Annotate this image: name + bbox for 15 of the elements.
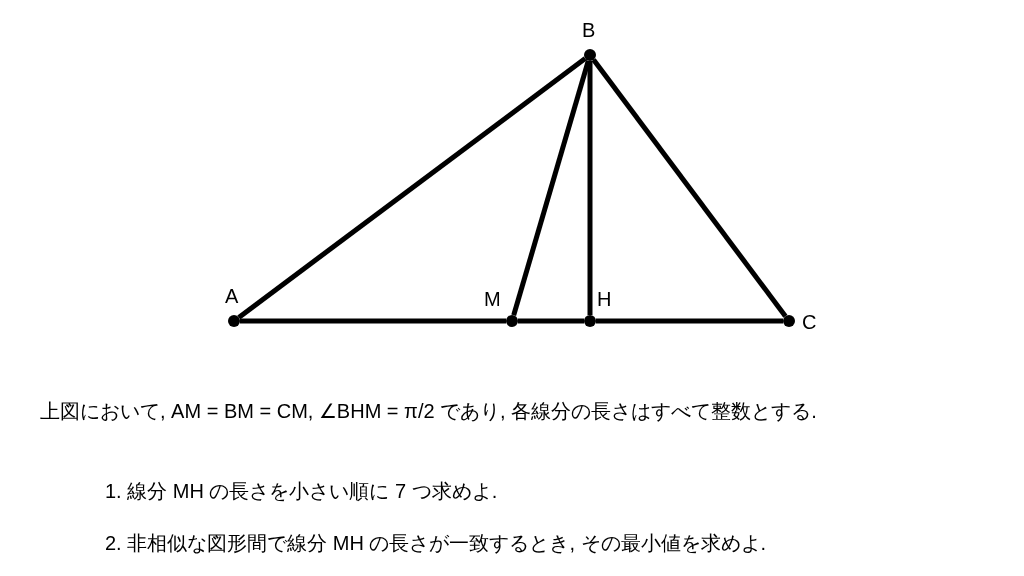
- point-label: A: [225, 285, 239, 307]
- line-segment: [237, 56, 587, 320]
- question-text: 1. 線分 MH の長さを小さい順に 7 つ求めよ.: [105, 479, 498, 503]
- line-segment: [511, 60, 591, 316]
- line-segment: [240, 318, 506, 324]
- point-label: M: [484, 288, 501, 310]
- line-segment: [518, 318, 584, 324]
- point-label: C: [802, 311, 817, 333]
- point-label: B: [582, 19, 596, 41]
- problem-statement: 上図において, AM = BM = CM, ∠BHM = π/2 であり, 各線分の長さはすべて整数とする.: [40, 399, 817, 423]
- line-segment: [587, 61, 593, 315]
- line-segment: [591, 58, 788, 318]
- line-segment: [596, 318, 783, 324]
- question-text: 2. 非相似な図形間で線分 MH の長さが一致するとき, その最小値を求めよ.: [105, 531, 767, 555]
- point-label: H: [597, 288, 612, 310]
